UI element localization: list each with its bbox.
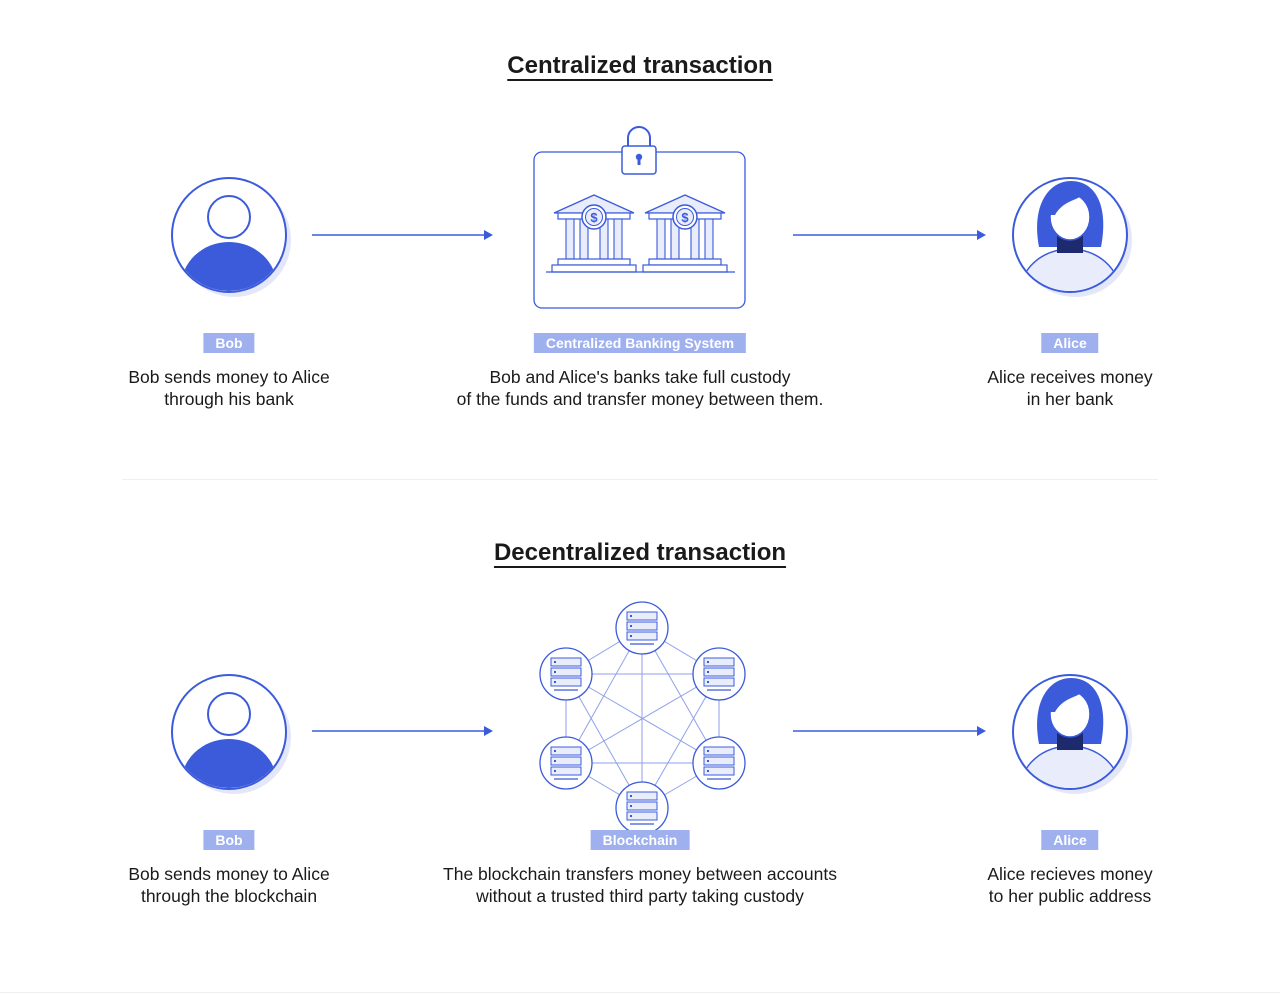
section-divider xyxy=(122,479,1158,480)
server-node-icon xyxy=(692,736,746,790)
server-node-icon xyxy=(615,781,669,835)
desc-line: through his bank xyxy=(164,389,294,409)
arrow-right-icon xyxy=(793,726,986,736)
desc-line: Bob sends money to Alice xyxy=(128,367,330,387)
bank-icon: $ xyxy=(551,194,637,273)
alice-description: Alice recieves money to her public addre… xyxy=(987,863,1152,907)
alice-description: Alice receives money in her bank xyxy=(987,366,1152,410)
blockchain-network-icon xyxy=(539,601,746,835)
blockchain-tag: Blockchain xyxy=(590,830,690,850)
bob-tag: Bob xyxy=(203,830,255,850)
banking-system-description: Bob and Alice's banks take full custody … xyxy=(457,366,824,410)
desc-line: to her public address xyxy=(988,886,1152,906)
alice-tag: Alice xyxy=(1041,333,1099,353)
bottom-divider xyxy=(0,992,1280,993)
desc-line: Alice recieves money xyxy=(987,864,1153,884)
bob-description: Bob sends money to Alice through the blo… xyxy=(128,863,329,907)
desc-line: of the funds and transfer money between … xyxy=(456,389,824,409)
centralized-title: Centralized transaction xyxy=(507,52,773,79)
server-node-icon xyxy=(539,736,593,790)
desc-line: Bob and Alice's banks take full custody xyxy=(489,367,791,387)
desc-line: The blockchain transfers money between a… xyxy=(443,864,837,884)
decentralized-title: Decentralized transaction xyxy=(493,539,787,566)
server-node-icon xyxy=(692,647,746,701)
alice-avatar-icon xyxy=(1012,674,1132,794)
blockchain-description: The blockchain transfers money between a… xyxy=(443,863,837,907)
bob-description: Bob sends money to Alice through his ban… xyxy=(128,366,329,410)
centralized-banking-icon: $ $ xyxy=(533,126,746,309)
arrow-right-icon xyxy=(312,230,493,240)
bob-avatar-icon xyxy=(171,177,291,297)
bank-icon: $ xyxy=(642,194,728,273)
desc-line: without a trusted third party taking cus… xyxy=(476,886,804,906)
arrow-right-icon xyxy=(312,726,493,736)
arrow-right-icon xyxy=(793,230,986,240)
banking-system-tag: Centralized Banking System xyxy=(533,333,747,353)
bob-tag: Bob xyxy=(203,333,255,353)
alice-avatar-icon xyxy=(1012,177,1132,297)
desc-line: through the blockchain xyxy=(140,886,318,906)
svg-text:$: $ xyxy=(681,210,689,225)
alice-tag: Alice xyxy=(1041,830,1099,850)
server-node-icon xyxy=(539,647,593,701)
svg-text:$: $ xyxy=(590,210,598,225)
bob-avatar-icon xyxy=(171,674,291,794)
lock-icon xyxy=(621,126,657,175)
desc-line: in her bank xyxy=(1026,389,1114,409)
desc-line: Bob sends money to Alice xyxy=(128,864,330,884)
server-node-icon xyxy=(615,601,669,655)
desc-line: Alice receives money xyxy=(987,367,1153,387)
